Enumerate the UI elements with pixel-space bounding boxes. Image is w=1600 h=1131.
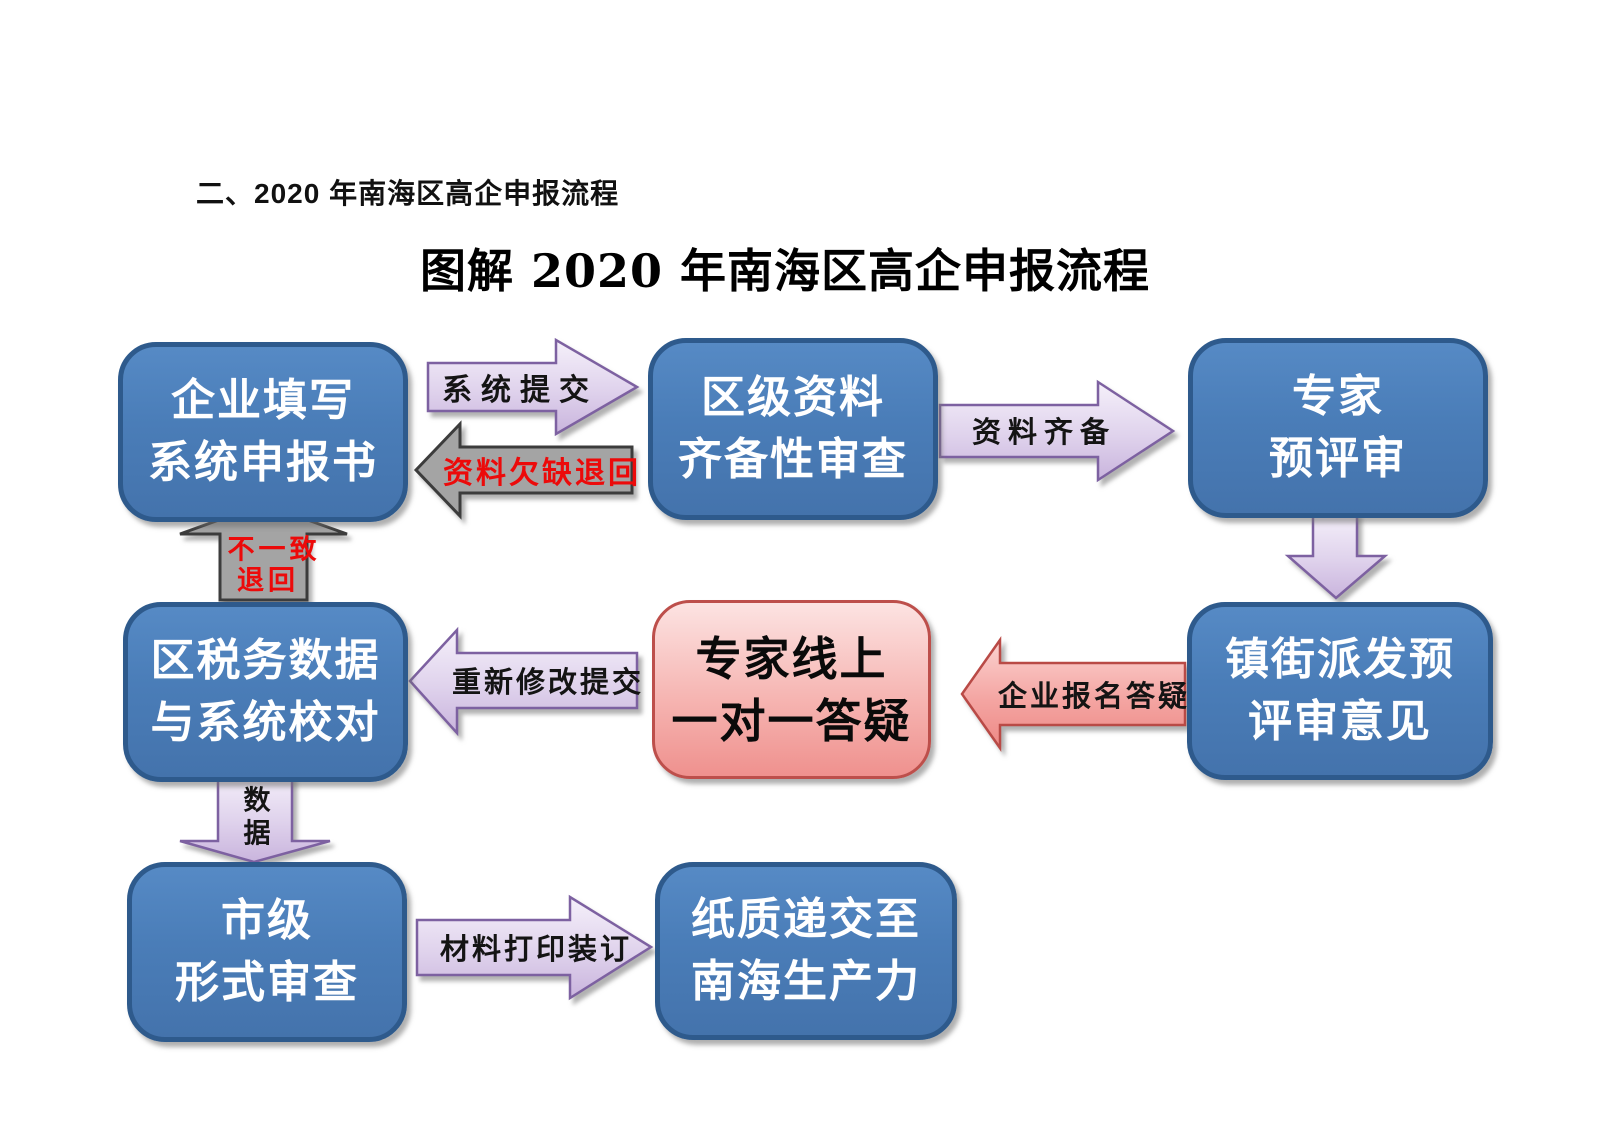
arrow-label-data-line2: 据: [243, 818, 271, 850]
diagram-title: 图解 2020 年南海区高企申报流程: [419, 244, 1151, 298]
arrow-data: [179, 770, 331, 864]
node-town-feedback-line2: 评审意见: [1248, 697, 1432, 746]
node-city-review-line2: 形式审查: [175, 958, 359, 1007]
arrow-label-inconsistent-return-line1: 不一致: [227, 534, 321, 566]
arrow-print-binding: [415, 894, 654, 1001]
node-town-feedback: 镇街派发预 评审意见: [1187, 602, 1493, 780]
node-paper-submit-line2: 南海生产力: [691, 957, 921, 1006]
node-paper-submit: 纸质递交至 南海生产力: [655, 862, 957, 1040]
node-district-review: 区级资料 齐备性审查: [648, 338, 938, 520]
arrow-label-material-ready: 资料齐备: [971, 415, 1117, 449]
arrow-material-lack-return: [413, 420, 634, 520]
node-fill-system: 企业填写 系统申报书: [118, 342, 408, 522]
arrow-system-submit: [426, 337, 640, 437]
arrow-label-data-line1: 数: [243, 785, 271, 817]
arrow-label-print-binding: 材料打印装订: [439, 932, 633, 966]
node-expert-pre-review-line1: 专家: [1292, 372, 1384, 421]
node-district-review-line1: 区级资料: [701, 373, 885, 422]
node-city-review: 市级 形式审查: [127, 862, 407, 1042]
arrow-label-inconsistent-return-line2: 退回: [237, 565, 299, 597]
arrow-material-ready: [938, 379, 1176, 483]
node-tax-check: 区税务数据 与系统校对: [123, 602, 408, 782]
node-district-review-line2: 齐备性审查: [678, 435, 908, 484]
node-expert-pre-review-line2: 预评审: [1269, 434, 1407, 483]
node-expert-qa-line2: 一对一答疑: [671, 694, 912, 747]
arrow-expert-to-town: [1284, 511, 1389, 600]
node-tax-check-line2: 与系统校对: [150, 698, 381, 747]
arrow-enterprise-qa: [960, 636, 1187, 752]
node-fill-system-line1: 企业填写: [171, 376, 355, 425]
node-tax-check-line1: 区税务数据: [150, 636, 381, 685]
arrow-inconsistent-return: [179, 502, 348, 602]
node-city-review-line1: 市级: [221, 896, 313, 945]
node-expert-qa: 专家线上 一对一答疑: [652, 600, 931, 779]
arrow-label-system-submit: 系统提交: [442, 373, 598, 408]
node-town-feedback-line1: 镇街派发预: [1225, 635, 1455, 684]
arrow-label-resubmit: 重新修改提交: [451, 665, 645, 699]
node-fill-system-line2: 系统申报书: [148, 438, 378, 487]
arrow-resubmit: [408, 626, 639, 737]
arrow-label-material-lack-return: 资料欠缺退回: [443, 456, 641, 491]
arrow-label-enterprise-qa: 企业报名答疑: [997, 679, 1191, 713]
node-expert-qa-line1: 专家线上: [695, 632, 888, 685]
node-paper-submit-line1: 纸质递交至: [691, 895, 921, 944]
node-expert-pre-review: 专家 预评审: [1188, 338, 1488, 518]
section-heading: 二、2020 年南海区高企申报流程: [196, 178, 620, 209]
